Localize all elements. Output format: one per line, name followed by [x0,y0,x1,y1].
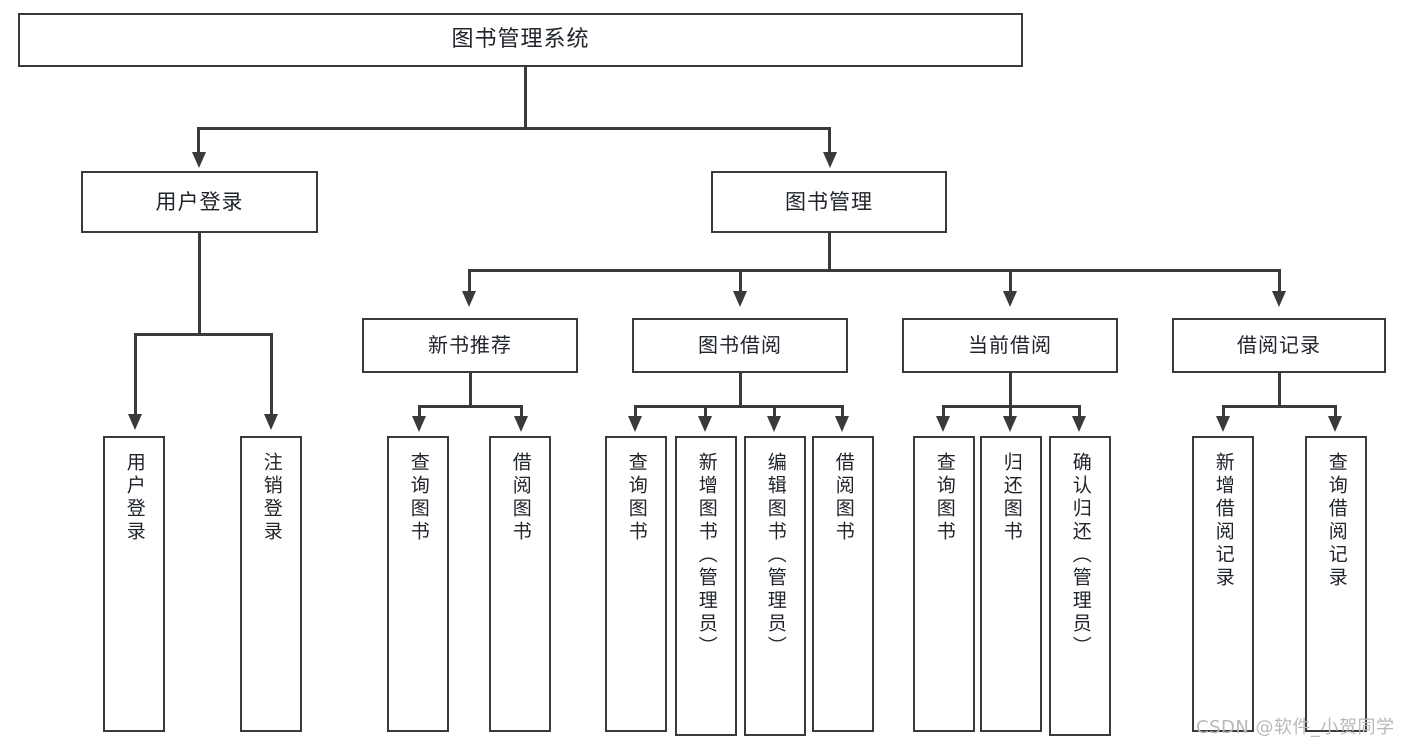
node-label: 新增图书（管理员） [695,452,718,659]
arrow-to-book-manage [823,152,837,168]
csdn-watermark: CSDN @软件_小贺同学 [1196,717,1395,738]
arrow-to-borrow-leaf-1 [628,416,642,432]
connector-drop-current-2 [1009,405,1012,419]
leaf-borrow-add-book-admin[interactable]: 新增图书（管理员） [675,436,737,736]
connector-drop-current-3 [1078,405,1081,419]
node-root-system[interactable]: 图书管理系统 [18,13,1023,67]
connector-drop-recommend-1 [418,405,421,419]
connector-borrow-bus [634,405,843,408]
node-label: 查询图书 [933,452,956,544]
connector-root-bus [197,127,830,130]
arrow-to-borrow-leaf-4 [835,416,849,432]
node-label: 用户登录 [123,452,146,544]
leaf-borrow-borrow-book[interactable]: 借阅图书 [812,436,874,732]
leaf-recommend-query-book[interactable]: 查询图书 [387,436,449,732]
connector-record-stem [1278,373,1281,406]
connector-drop-borrow-3 [773,405,776,419]
leaf-borrow-query-book[interactable]: 查询图书 [605,436,667,732]
connector-record-bus [1222,405,1336,408]
node-label: 注销登录 [260,452,283,544]
node-current-borrow[interactable]: 当前借阅 [902,318,1118,373]
connector-borrow-stem [739,373,742,406]
connector-drop-record-1 [1222,405,1225,419]
leaf-logout[interactable]: 注销登录 [240,436,302,732]
connector-user-login-stem [198,233,201,334]
leaf-borrow-edit-book-admin[interactable]: 编辑图书（管理员） [744,436,806,736]
node-label: 编辑图书（管理员） [764,452,787,659]
connector-current-stem [1009,373,1012,406]
leaf-record-add-record[interactable]: 新增借阅记录 [1192,436,1254,732]
node-label: 借阅图书 [509,452,532,544]
node-label: 新书推荐 [428,333,512,357]
leaf-user-login[interactable]: 用户登录 [103,436,165,732]
connector-drop-current-borrow [1009,269,1012,294]
leaf-current-return-book[interactable]: 归还图书 [980,436,1042,732]
node-label: 借阅记录 [1237,333,1321,357]
arrow-to-record-leaf-1 [1216,416,1230,432]
connector-drop-record-2 [1334,405,1337,419]
leaf-current-confirm-return-admin[interactable]: 确认归还（管理员） [1049,436,1111,736]
connector-drop-book-borrow [739,269,742,294]
arrow-to-current-leaf-2 [1003,416,1017,432]
arrow-to-recommend-leaf-1 [412,416,426,432]
node-label: 新增借阅记录 [1212,452,1235,590]
node-borrow-record[interactable]: 借阅记录 [1172,318,1386,373]
connector-drop-current-1 [942,405,945,419]
node-label: 图书管理系统 [451,27,590,53]
connector-book-manage-bus [468,269,1280,272]
node-label: 查询图书 [407,452,430,544]
leaf-record-query-record[interactable]: 查询借阅记录 [1305,436,1367,732]
connector-drop-leaf-logout [270,333,273,417]
connector-drop-new-book [468,269,471,294]
node-label: 查询图书 [625,452,648,544]
arrow-to-current-leaf-3 [1072,416,1086,432]
connector-root-stem [524,67,527,128]
arrow-to-recommend-leaf-2 [514,416,528,432]
node-book-management[interactable]: 图书管理 [711,171,947,233]
connector-drop-borrow-1 [634,405,637,419]
connector-recommend-bus [418,405,522,408]
node-book-borrow[interactable]: 图书借阅 [632,318,848,373]
node-new-book-recommend[interactable]: 新书推荐 [362,318,578,373]
arrow-to-borrow-record [1272,291,1286,307]
arrow-to-record-leaf-2 [1328,416,1342,432]
connector-drop-leaf-user-login [134,333,137,417]
connector-drop-recommend-2 [520,405,523,419]
arrow-to-borrow-leaf-2 [698,416,712,432]
connector-recommend-stem [469,373,472,406]
connector-drop-borrow-2 [704,405,707,419]
connector-drop-user-login [197,127,200,155]
arrow-to-user-login [192,152,206,168]
leaf-current-query-book[interactable]: 查询图书 [913,436,975,732]
connector-book-manage-stem [828,233,831,270]
arrow-to-leaf-logout [264,414,278,430]
connector-user-login-bus [134,333,272,336]
arrow-to-new-book-recommend [462,291,476,307]
arrow-to-leaf-user-login [128,414,142,430]
node-label: 图书管理 [785,189,873,214]
arrow-to-current-borrow [1003,291,1017,307]
node-label: 用户登录 [155,189,244,214]
arrow-to-book-borrow [733,291,747,307]
node-user-login[interactable]: 用户登录 [81,171,318,233]
node-label: 借阅图书 [832,452,855,544]
connector-drop-borrow-record [1278,269,1281,294]
arrow-to-current-leaf-1 [936,416,950,432]
node-label: 查询借阅记录 [1325,452,1348,590]
node-label: 当前借阅 [968,333,1052,357]
leaf-recommend-borrow-book[interactable]: 借阅图书 [489,436,551,732]
arrow-to-borrow-leaf-3 [767,416,781,432]
node-label: 归还图书 [1000,452,1023,544]
connector-drop-borrow-4 [841,405,844,419]
node-label: 确认归还（管理员） [1069,452,1092,659]
connector-drop-book-manage [828,127,831,155]
node-label: 图书借阅 [698,333,782,357]
